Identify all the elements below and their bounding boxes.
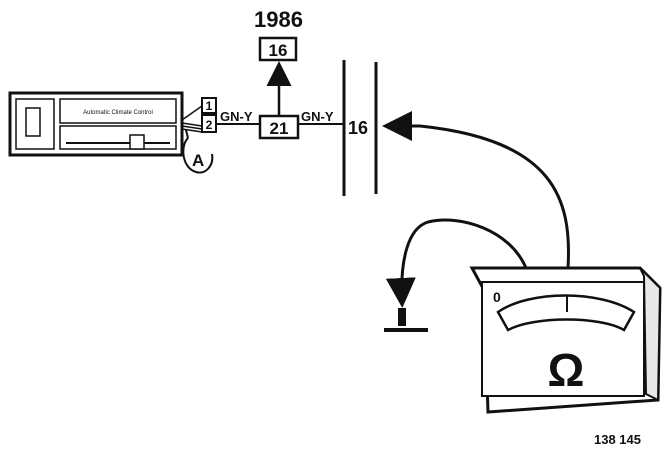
figure-number: 138 145	[594, 432, 641, 447]
meter-ohm-symbol: Ω	[548, 344, 585, 396]
wire-label-right: GN-Y	[301, 109, 334, 124]
probe-lead-ground	[385, 218, 528, 308]
callout-a: A	[182, 129, 214, 174]
top-connector-box: 16	[258, 36, 298, 62]
top-connector-label: 16	[269, 41, 288, 60]
wire-label-left: GN-Y	[220, 109, 253, 124]
pin-block: 1 2	[201, 97, 217, 133]
climate-control-unit: Automatic Climate Control	[8, 91, 184, 157]
ground-symbol	[384, 308, 428, 332]
mid-connector-box: 21	[258, 114, 300, 140]
year-label: 1986	[254, 7, 303, 32]
ohmmeter: 0 Ω	[469, 266, 662, 414]
plug-lines	[181, 105, 203, 133]
mid-connector-label: 21	[270, 119, 289, 138]
meter-scale	[496, 294, 636, 332]
pin-top-label: 1	[206, 99, 213, 113]
bus-bars	[342, 60, 378, 196]
meter-zero-label: 0	[493, 289, 501, 305]
probe-lead-bus	[382, 111, 570, 269]
bus-label: 16	[348, 118, 368, 138]
control-unit-text: Automatic Climate Control	[83, 110, 153, 116]
pin-bottom-label: 2	[206, 118, 213, 132]
callout-letter: A	[192, 151, 204, 170]
